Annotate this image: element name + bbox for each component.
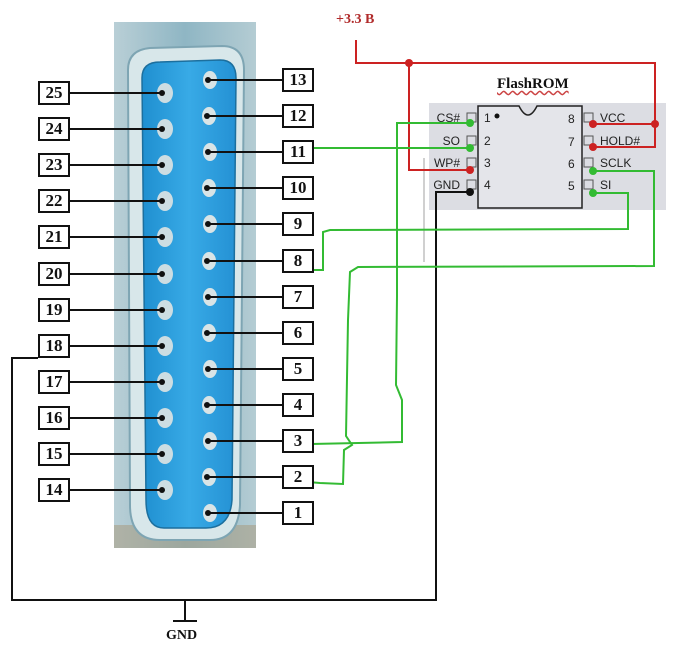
connector-pin-label-25: 25 bbox=[38, 81, 70, 105]
pin1-marker bbox=[494, 113, 500, 119]
chip-pin-2-num: 2 bbox=[484, 134, 491, 148]
chip-pin-1-num: 1 bbox=[484, 111, 491, 125]
chip-pin-4-num: 4 bbox=[484, 178, 491, 192]
signal-junctions bbox=[466, 119, 597, 197]
connector-insert bbox=[141, 59, 237, 529]
connector-pin-label-20: 20 bbox=[38, 262, 70, 286]
connector-pin-label-8: 8 bbox=[282, 249, 314, 273]
connector-pin-label-5: 5 bbox=[282, 357, 314, 381]
chip-pin-cs-label: CS# bbox=[436, 111, 460, 125]
connector-pin-label-11: 11 bbox=[282, 140, 314, 164]
ground-label: GND bbox=[166, 628, 198, 643]
connector-pin-label-17: 17 bbox=[38, 370, 70, 394]
connector-pin-label-21: 21 bbox=[38, 225, 70, 249]
connector-pin-label-22: 22 bbox=[38, 189, 70, 213]
ground-wires bbox=[11, 191, 470, 622]
chip-pin-vcc-label: VCC bbox=[600, 111, 626, 125]
chip-pin-6-num: 6 bbox=[568, 157, 575, 171]
connector-pin-label-1: 1 bbox=[282, 501, 314, 525]
connector-pin-label-12: 12 bbox=[282, 104, 314, 128]
chip-pin-si-label: SI bbox=[600, 178, 612, 192]
connector-pin-label-3: 3 bbox=[282, 429, 314, 453]
power-rail-label: +3.3 B bbox=[336, 12, 375, 27]
chip-title: FlashROM bbox=[497, 76, 569, 92]
chip-pin-gnd-label: GND bbox=[433, 178, 460, 192]
db25-connector bbox=[114, 22, 256, 548]
si-wire bbox=[310, 192, 629, 271]
connector-pin-label-13: 13 bbox=[282, 68, 314, 92]
connector-pin-label-19: 19 bbox=[38, 298, 70, 322]
power-junctions bbox=[405, 59, 659, 174]
wp-wire bbox=[408, 63, 470, 171]
connector-pin-label-23: 23 bbox=[38, 153, 70, 177]
signal-wires bbox=[307, 122, 655, 486]
chip-pin-wp-label: WP# bbox=[433, 156, 460, 170]
chip-pin-sclk-label: SCLK bbox=[600, 156, 632, 170]
connector-pin-label-14: 14 bbox=[38, 478, 70, 502]
chip-pin-8-num: 8 bbox=[568, 112, 575, 126]
connector-pin-label-16: 16 bbox=[38, 406, 70, 430]
chip-pin-7-num: 7 bbox=[568, 135, 575, 149]
connector-pin-label-6: 6 bbox=[282, 321, 314, 345]
connector-pin-label-7: 7 bbox=[282, 285, 314, 309]
pin-leader-lines bbox=[69, 79, 282, 514]
gnd-junction bbox=[466, 188, 474, 196]
chip-pin-3-num: 3 bbox=[484, 156, 491, 170]
chip-pin-so-label: SO bbox=[442, 134, 460, 148]
chip-body bbox=[477, 105, 583, 209]
connector-pin-label-2: 2 bbox=[282, 465, 314, 489]
power-rail-wire bbox=[355, 40, 656, 148]
gnd-wire bbox=[11, 191, 470, 601]
chip-pin-hold-label: HOLD# bbox=[600, 134, 641, 148]
connector-pin-label-15: 15 bbox=[38, 442, 70, 466]
power-wires bbox=[355, 40, 656, 171]
chip-pin-5-num: 5 bbox=[568, 179, 575, 193]
sclk-wire bbox=[307, 170, 655, 486]
connector-pin-label-18: 18 bbox=[38, 334, 70, 358]
connector-pin-label-10: 10 bbox=[282, 176, 314, 200]
connector-pin-label-9: 9 bbox=[282, 212, 314, 236]
cs-wire bbox=[310, 122, 470, 445]
connector-pin-label-24: 24 bbox=[38, 117, 70, 141]
connector-pin-label-4: 4 bbox=[282, 393, 314, 417]
